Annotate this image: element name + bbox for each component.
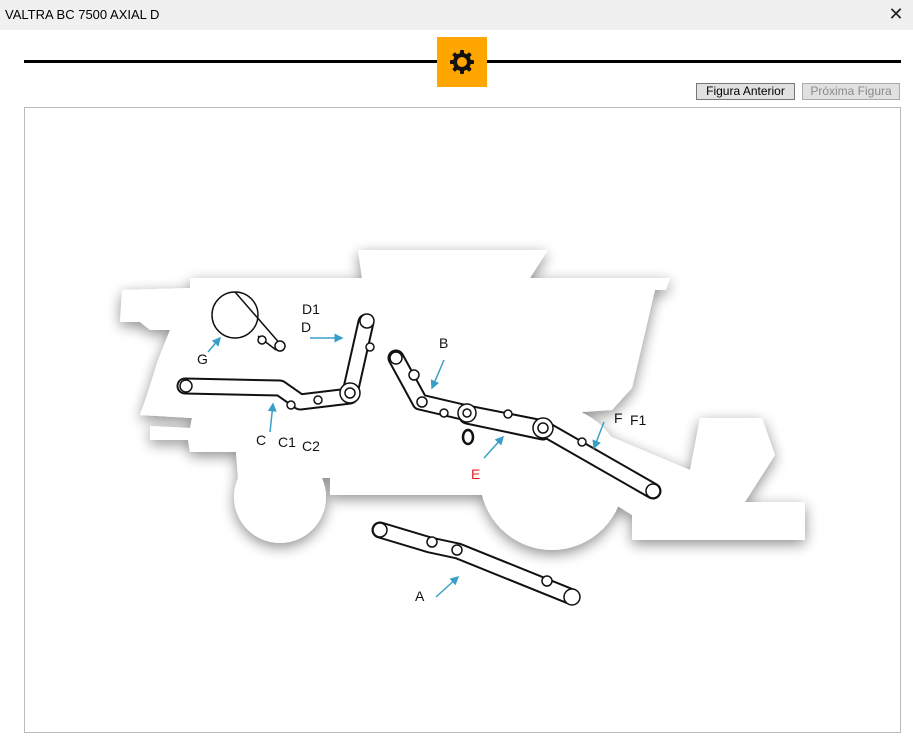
label-c1: C1	[278, 434, 296, 450]
window-title: VALTRA BC 7500 AXIAL D	[5, 7, 160, 22]
label-a: A	[415, 588, 425, 604]
previous-figure-button[interactable]: Figura Anterior	[696, 83, 795, 100]
label-b: B	[439, 335, 448, 351]
label-e: E	[471, 466, 480, 482]
label-f: F	[614, 410, 623, 426]
gear-icon	[450, 50, 474, 74]
figure-frame: G D1 D B C C1 C2 E F F1 A	[24, 107, 901, 733]
pointer-arrows	[207, 333, 605, 598]
label-c2: C2	[302, 438, 320, 454]
pulleys	[179, 291, 661, 606]
belt-diagram: G D1 D B C C1 C2 E F F1 A	[120, 250, 805, 606]
label-c: C	[256, 432, 266, 448]
title-bar: VALTRA BC 7500 AXIAL D ✕	[0, 0, 913, 30]
label-d1: D1	[302, 301, 320, 317]
component-labels: G D1 D B C C1 C2 E F F1 A	[197, 301, 647, 604]
label-f1: F1	[630, 412, 647, 428]
next-figure-button[interactable]: Próxima Figura	[802, 83, 900, 100]
label-g: G	[197, 351, 208, 367]
settings-button[interactable]	[437, 37, 487, 87]
close-icon[interactable]: ✕	[888, 4, 904, 24]
label-d: D	[301, 319, 311, 335]
harvester-silhouette	[120, 250, 805, 550]
